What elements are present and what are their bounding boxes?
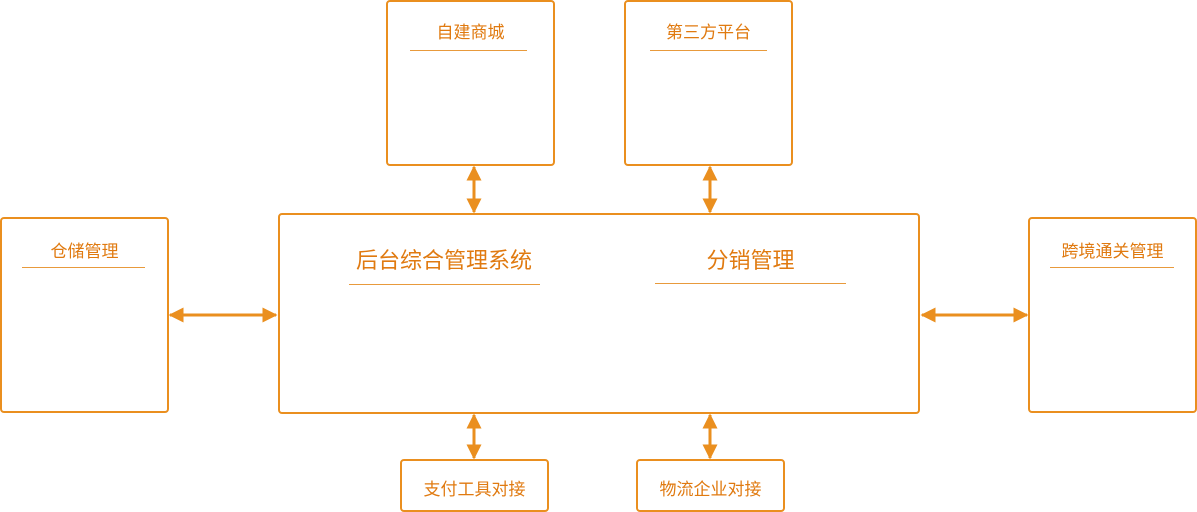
- distribution-title: 分销管理: [706, 249, 795, 274]
- backend-box: [278, 213, 920, 414]
- mall-box: [386, 0, 555, 166]
- mall-title: 自建商城: [436, 23, 505, 43]
- customs-box: [1028, 217, 1197, 413]
- warehouse-underline: [22, 267, 145, 268]
- distribution-underline: [655, 283, 846, 284]
- thirdparty-title: 第三方平台: [666, 23, 751, 43]
- thirdparty-box: [624, 0, 793, 166]
- customs-underline: [1050, 267, 1174, 268]
- backend-underline: [349, 284, 540, 285]
- logistics-title: 物流企业对接: [659, 480, 762, 500]
- backend-title: 后台综合管理系统: [355, 249, 532, 274]
- warehouse-title: 仓储管理: [50, 242, 119, 262]
- mall-underline: [410, 50, 527, 51]
- logistics-box: [636, 459, 785, 512]
- payment-title: 支付工具对接: [423, 480, 526, 500]
- payment-box: [400, 459, 549, 512]
- customs-title: 跨境通关管理: [1061, 242, 1164, 262]
- thirdparty-underline: [650, 50, 767, 51]
- warehouse-box: [0, 217, 169, 413]
